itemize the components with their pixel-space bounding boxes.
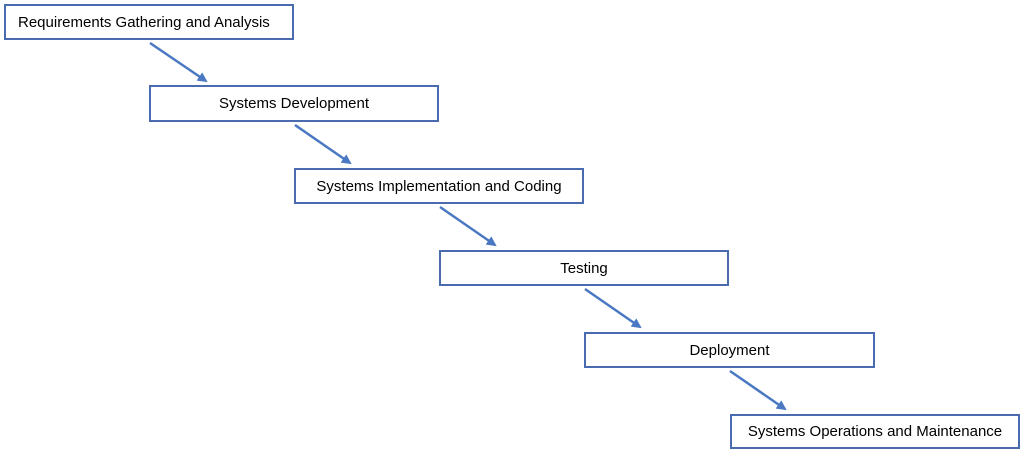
step-label-implementation: Systems Implementation and Coding bbox=[316, 177, 562, 195]
arrow-4 bbox=[584, 287, 642, 329]
arrow-3 bbox=[439, 205, 497, 247]
step-label-development: Systems Development bbox=[218, 95, 370, 112]
step-label-testing: Testing bbox=[560, 259, 608, 277]
arrow-5 bbox=[729, 369, 787, 411]
step-box-requirements: Requirements Gathering and Analysis bbox=[4, 4, 294, 40]
arrow-2 bbox=[294, 123, 352, 165]
step-box-implementation: Systems Implementation and Coding bbox=[294, 168, 584, 204]
step-label-deployment: Deployment bbox=[689, 341, 770, 359]
step-label-operations: Systems Operations and Maintenance bbox=[747, 423, 1003, 440]
step-box-deployment: Deployment bbox=[584, 332, 875, 368]
step-box-development: Systems Development bbox=[149, 85, 439, 122]
arrow-1 bbox=[149, 41, 208, 83]
step-box-testing: Testing bbox=[439, 250, 729, 286]
step-label-requirements: Requirements Gathering and Analysis bbox=[18, 13, 270, 31]
step-box-operations: Systems Operations and Maintenance bbox=[730, 414, 1020, 449]
